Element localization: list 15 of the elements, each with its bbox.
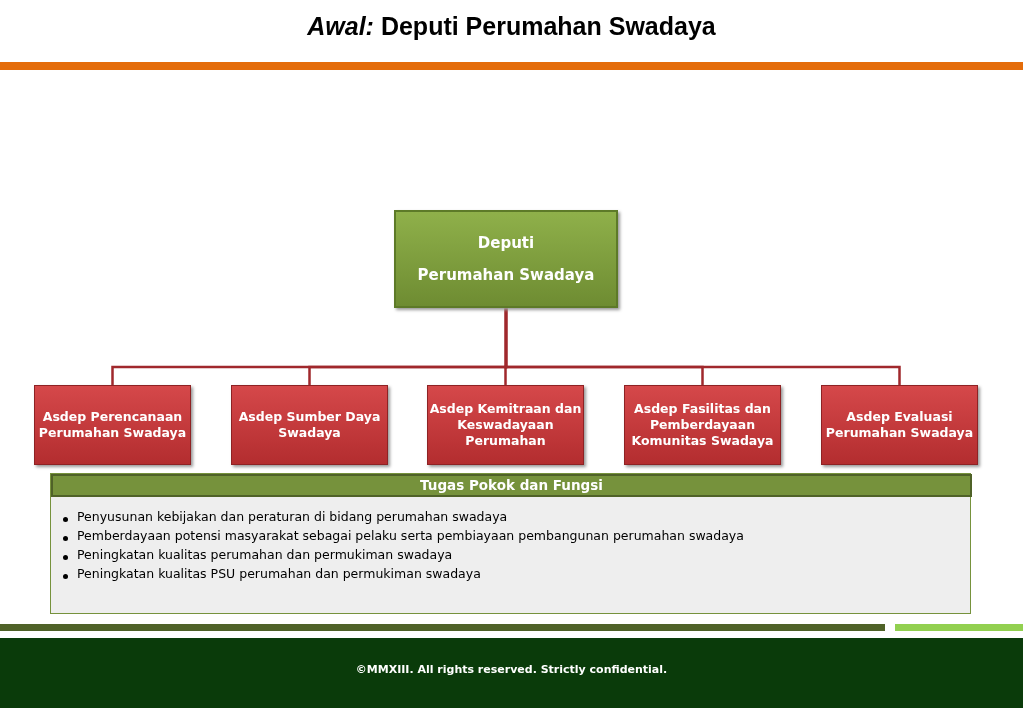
connector-line — [504, 308, 901, 385]
assistant-deputy-box: Asdep Fasilitas dan Pemberdayaan Komunitas Swadaya — [624, 385, 781, 465]
assistant-deputy-box: Asdep Evaluasi Perumahan Swadaya — [821, 385, 978, 465]
task-panel — [50, 473, 971, 614]
bullet-item: Peningkatan kualitas perumahan dan permukiman swadaya — [77, 547, 453, 562]
panel-heading: Tugas Pokok dan Fungsi — [51, 474, 972, 497]
copyright-note: ©MMXIII. All rights reserved. Strictly confidential. — [354, 663, 669, 676]
assistant-deputy-box: Asdep Perencanaan Perumahan Swadaya — [34, 385, 191, 465]
assistant-deputy-box: Asdep Sumber Daya Swadaya — [231, 385, 388, 465]
assistant-deputy-box: Asdep Kemitraan dan Keswadayaan Perumahan — [427, 385, 584, 465]
title: Awal: Deputi Perumahan Swadaya — [306, 12, 717, 41]
bullet-item: Pemberdayaan potensi masyarakat sebagai pelaku serta pembiayaan pembangunan perumahan swadaya — [77, 528, 744, 543]
deputy-box: Deputi Perumahan Swadaya — [394, 210, 618, 308]
bullet-item: Penyusunan kebijakan dan peraturan di bidang perumahan swadaya — [77, 509, 508, 524]
bullet-item: Peningkatan kualitas PSU perumahan dan permukiman swadaya — [77, 566, 481, 581]
